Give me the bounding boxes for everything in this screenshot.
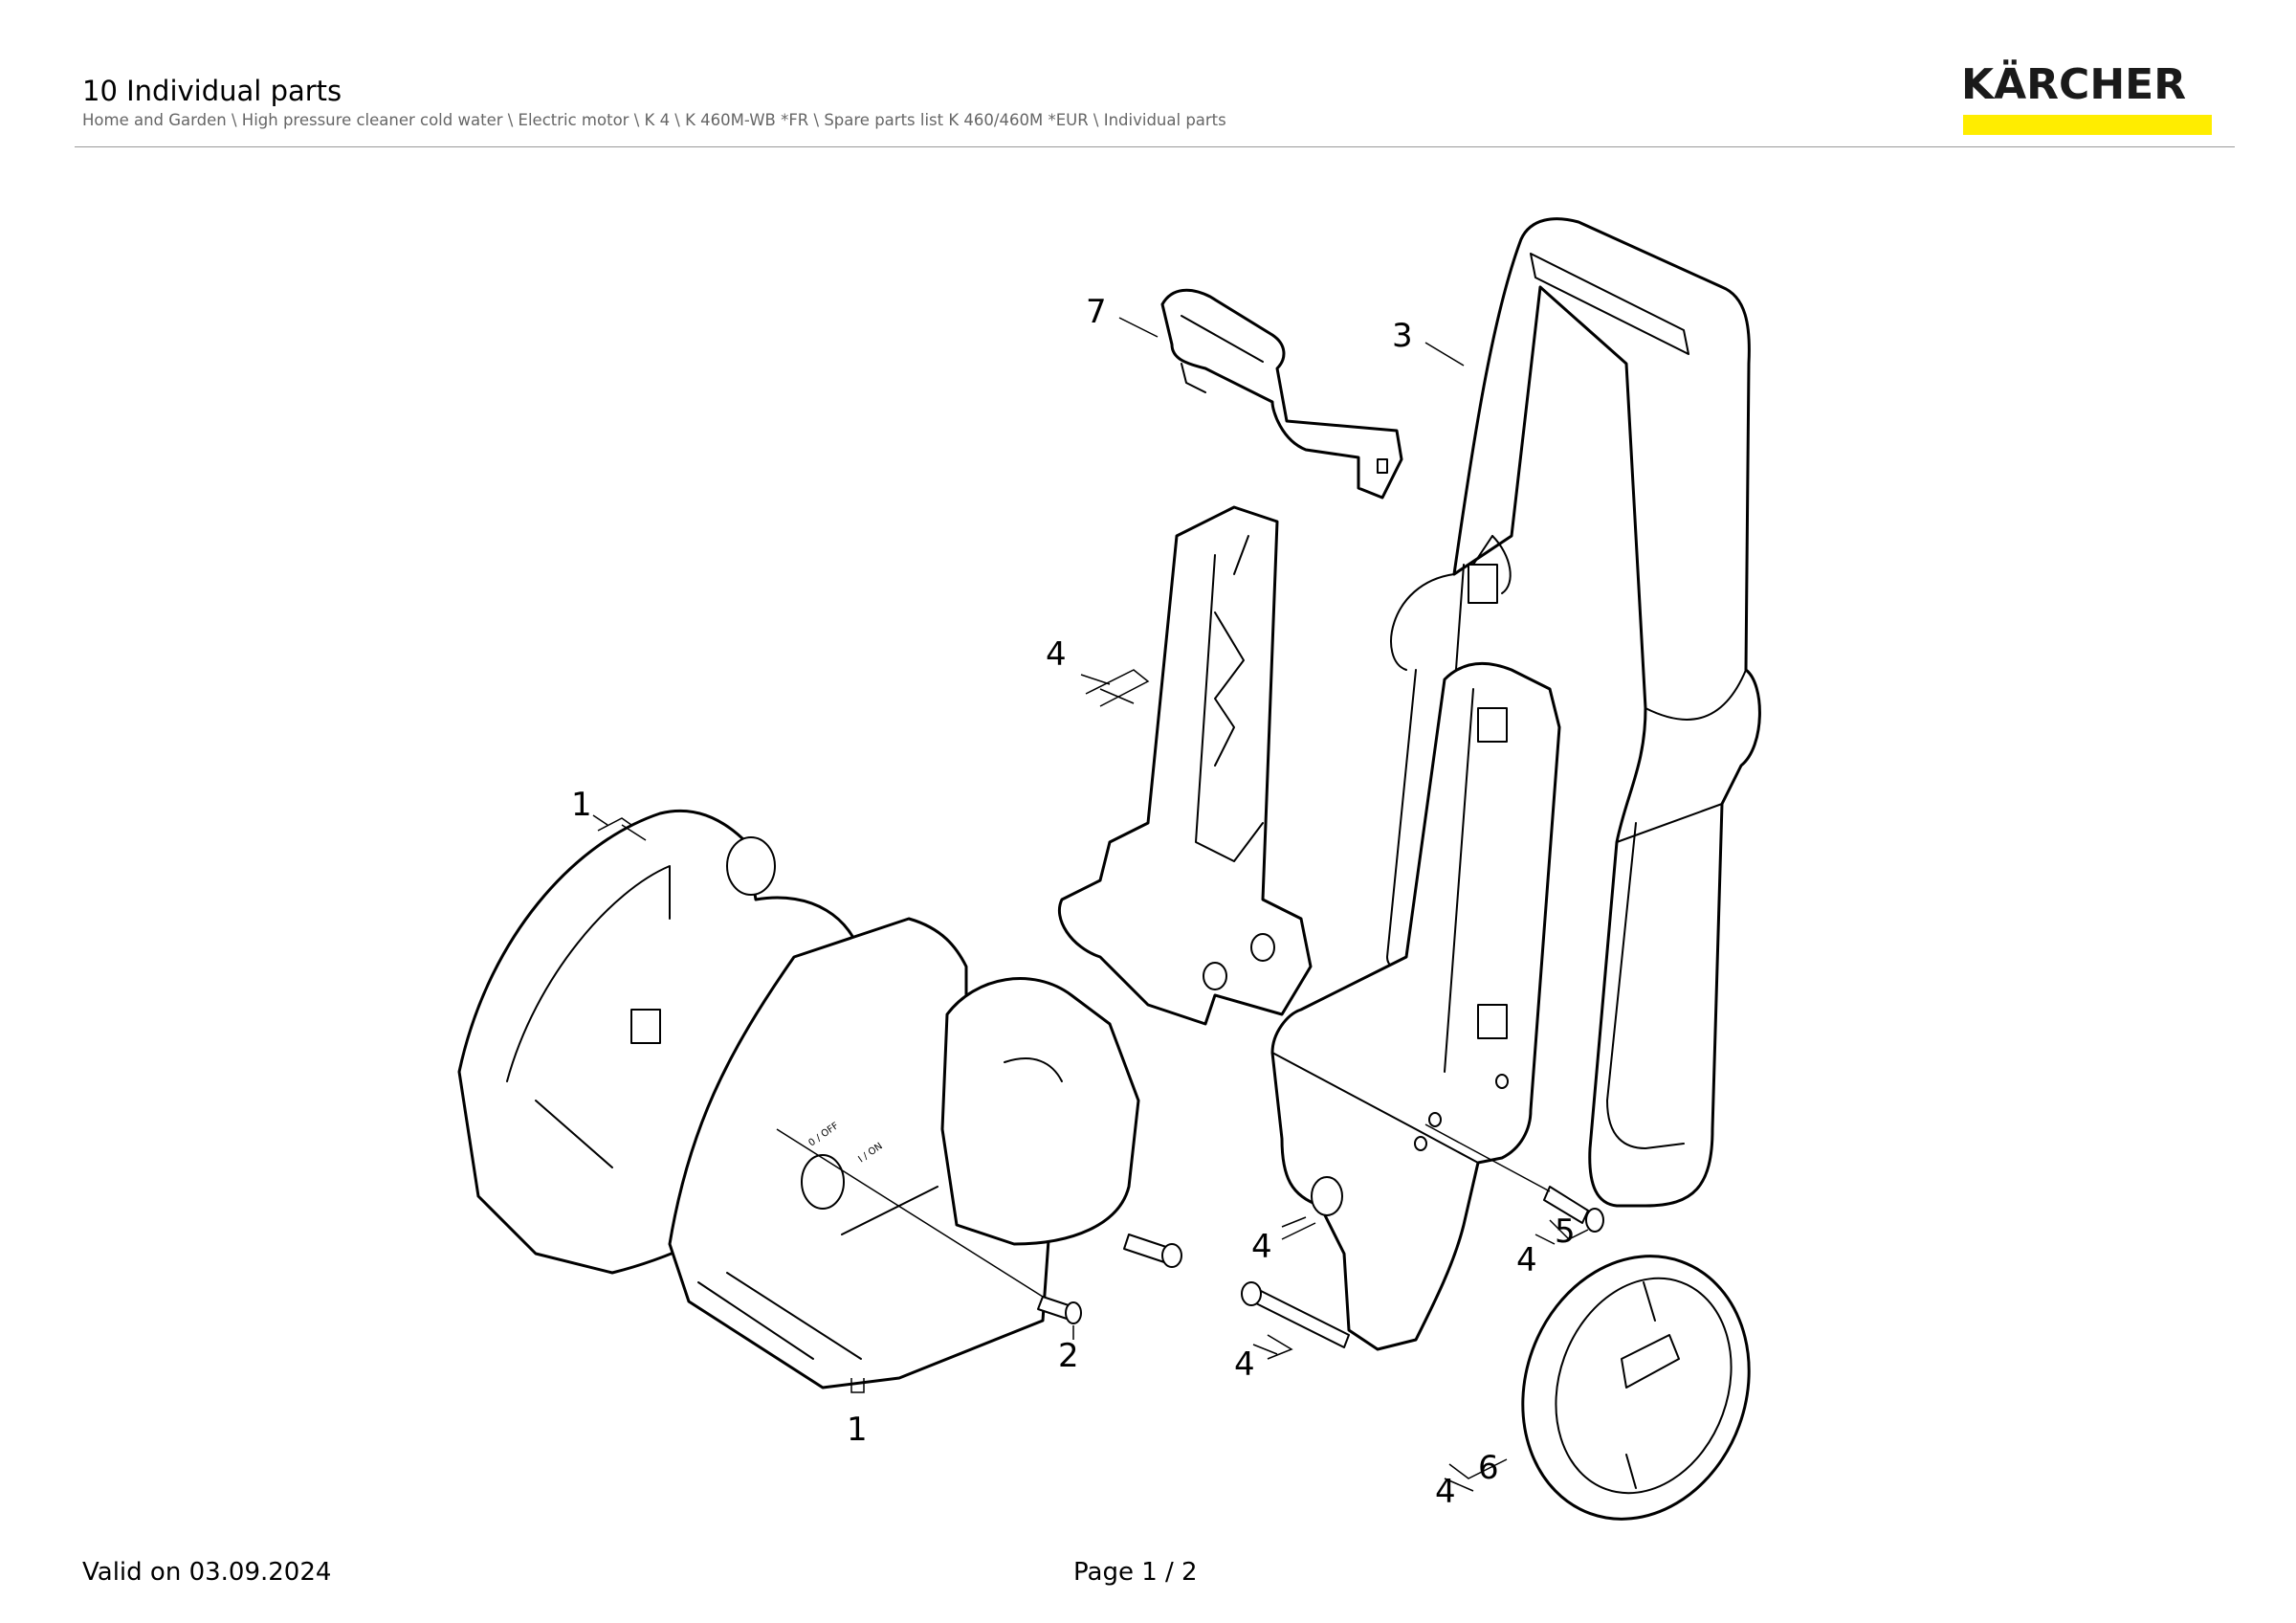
page-number: Page 1 / 2 <box>1073 1558 1198 1587</box>
callout-1-bottom: 1 <box>847 1411 868 1449</box>
part-4-pin <box>1123 1234 1182 1268</box>
page-header: 10 Individual parts Home and Garden \ Hi… <box>82 75 2235 130</box>
valid-date: Valid on 03.09.2024 <box>82 1558 332 1587</box>
logo-yellow-bar <box>1963 115 2212 135</box>
part-4-axle <box>1241 1281 1350 1348</box>
part-5-screw <box>1543 1186 1604 1233</box>
karcher-logo: KÄRCHER <box>1961 61 2214 136</box>
header-divider <box>75 146 2235 147</box>
logo-wordmark: KÄRCHER <box>1961 60 2187 109</box>
part-3-handle-frame <box>1386 217 1761 1208</box>
part-6-wheel <box>1521 1255 1751 1521</box>
callout-1-left: 1 <box>571 786 592 824</box>
callout-5: 5 <box>1555 1212 1576 1251</box>
callout-3: 3 <box>1392 317 1413 355</box>
page-title: 10 Individual parts <box>82 75 342 107</box>
part-4-column <box>1057 505 1313 1026</box>
part-4-upright <box>1270 661 1561 1351</box>
callout-4-mid: 4 <box>1251 1228 1272 1266</box>
part-2-screw <box>1037 1296 1082 1324</box>
callout-7: 7 <box>1086 293 1107 331</box>
callout-4-wheel: 4 <box>1435 1473 1456 1511</box>
callout-2: 2 <box>1058 1337 1079 1375</box>
leader-lines <box>592 317 1589 1492</box>
callout-6: 6 <box>1478 1449 1499 1487</box>
callout-4-axle: 4 <box>1234 1345 1255 1384</box>
part-4-ring <box>1311 1176 1343 1216</box>
callout-4-upper: 4 <box>1046 635 1067 674</box>
part-1-motor-cover <box>940 977 1140 1246</box>
breadcrumb: Home and Garden \ High pressure cleaner … <box>82 111 1226 129</box>
callout-4-right: 4 <box>1516 1241 1537 1279</box>
part-7-hook <box>1160 288 1403 500</box>
